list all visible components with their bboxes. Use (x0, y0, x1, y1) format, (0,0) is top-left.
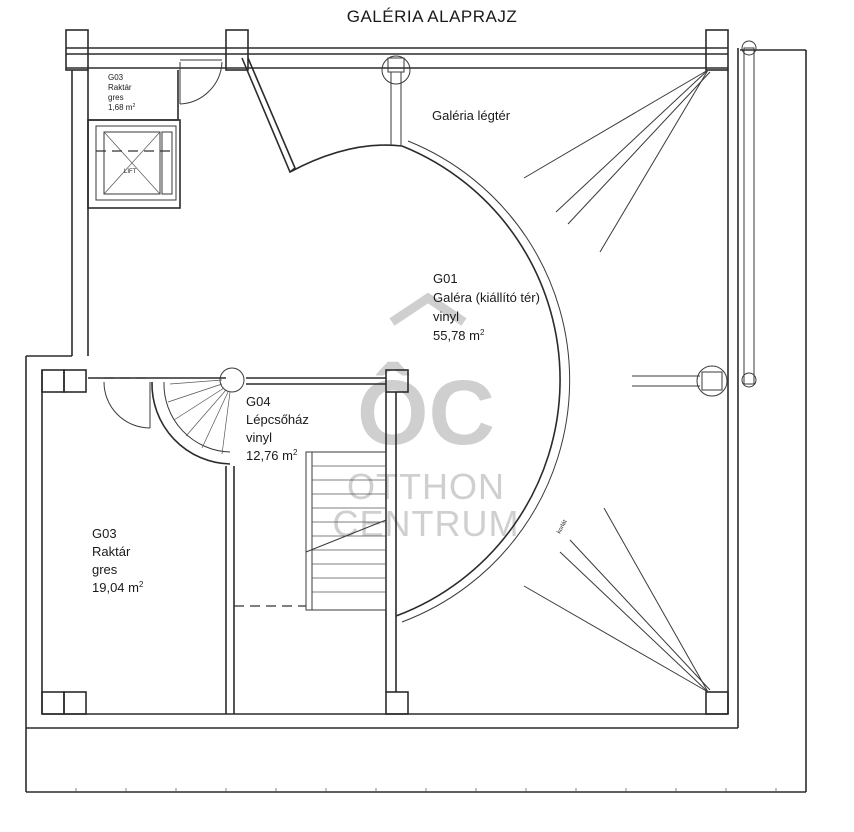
room-label-g03-large: G03 Raktár gres 19,04 m2 (92, 526, 144, 595)
svg-text:19,04 m2: 19,04 m2 (92, 580, 144, 595)
lift-shaft (87, 119, 181, 209)
svg-text:Galéra (kiállító tér): Galéra (kiállító tér) (433, 290, 540, 305)
room-label-g01: G01 Galéra (kiállító tér) vinyl 55,78 m2 (433, 271, 540, 343)
svg-text:G03: G03 (108, 73, 124, 82)
svg-text:Lépcsőház: Lépcsőház (246, 412, 309, 427)
svg-text:gres: gres (108, 93, 124, 102)
watermark-line2: CENTRUM (333, 503, 520, 544)
svg-text:G04: G04 (246, 394, 271, 409)
room-label-g04: G04 Lépcsőház vinyl 12,76 m2 (246, 394, 309, 463)
void-label: Galéria légtér (432, 108, 511, 123)
svg-text:1,68 m2: 1,68 m2 (108, 103, 135, 112)
straight-stair (305, 451, 387, 611)
interior-walls (88, 377, 397, 714)
spiral-stair (151, 367, 245, 465)
svg-text:G01: G01 (433, 271, 458, 286)
watermark-line1: OTTHON (347, 466, 505, 507)
svg-text:vinyl: vinyl (246, 430, 272, 445)
svg-text:Raktár: Raktár (108, 83, 132, 92)
svg-text:vinyl: vinyl (433, 309, 459, 324)
svg-text:Raktár: Raktár (92, 544, 131, 559)
railing-label: korlát (556, 519, 568, 535)
lift-label: LIFT (124, 169, 137, 175)
gallery-void (241, 55, 728, 693)
svg-text:gres: gres (92, 562, 118, 577)
watermark-logo: ÔC (357, 361, 495, 464)
watermark: ÔC OTTHON CENTRUM (333, 292, 520, 544)
outer-walls (25, 29, 807, 793)
watermark-roof-icon (389, 292, 467, 326)
svg-text:55,78 m2: 55,78 m2 (433, 328, 485, 343)
svg-text:12,76 m2: 12,76 m2 (246, 448, 298, 463)
svg-text:G03: G03 (92, 526, 117, 541)
plan-title: GALÉRIA ALAPRAJZ (347, 7, 518, 26)
room-label-g03-small: G03 Raktár gres 1,68 m2 (108, 73, 135, 112)
